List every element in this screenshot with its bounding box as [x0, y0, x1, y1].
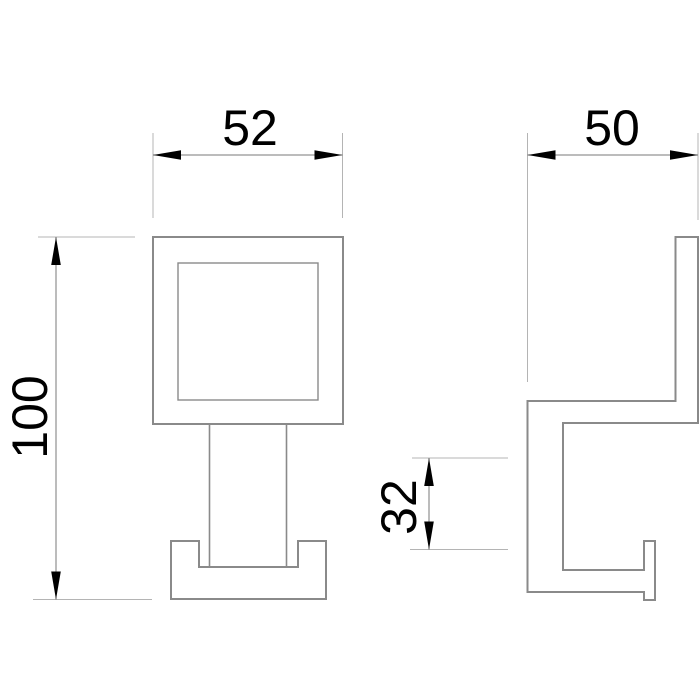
side-hook-profile: [526, 236, 699, 601]
dim-label-hook-offset: 32: [371, 479, 427, 535]
arrow-left-icon: [527, 150, 556, 160]
side-view: [526, 236, 699, 601]
dim-label-front-width: 52: [222, 100, 278, 156]
arrow-right-icon: [670, 150, 698, 160]
dim-label-side-depth: 50: [584, 100, 640, 156]
dimension-front-width: 52: [152, 100, 343, 218]
arrow-down-icon: [51, 571, 61, 600]
front-outer-square: [152, 236, 344, 425]
dim-label-overall-height: 100: [2, 375, 58, 458]
arrow-left-icon: [153, 150, 181, 160]
arrow-right-icon: [314, 150, 343, 160]
dimension-overall-height: 100: [2, 236, 152, 600]
front-base-bracket: [170, 540, 327, 600]
arrow-up-icon: [424, 458, 434, 486]
arrow-up-icon: [51, 237, 61, 265]
front-view: [152, 236, 344, 600]
arrow-down-icon: [424, 521, 434, 550]
dimension-hook-offset: 32: [371, 457, 508, 550]
front-inner-square: [177, 262, 319, 401]
dimension-side-depth: 50: [527, 100, 699, 382]
